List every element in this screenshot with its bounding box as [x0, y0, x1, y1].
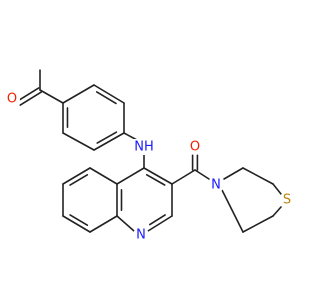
amide-nitrogen-label: N: [211, 178, 221, 193]
atom-labels-layer: O NH O N S N: [4, 91, 295, 243]
pyridine-bond: [147, 215, 173, 232]
thiomorpholine-bond: [272, 183, 282, 195]
phenyl-inner-bond: [95, 91, 117, 105]
quinoline-nitrogen-label: N: [136, 228, 146, 243]
molecule-diagram: O NH O N S N: [4, 69, 295, 243]
benzo-bond: [62, 167, 91, 185]
benzo-bond: [62, 215, 91, 233]
benzo-inner-bond: [69, 214, 89, 226]
pyridine-inner-bond: [145, 173, 166, 186]
thiomorpholine-bond: [242, 167, 274, 185]
thiomorpholine-bond: [223, 167, 244, 180]
amine-nitrogen-label: NH: [134, 140, 154, 155]
amine-nitrogen-atom: NH: [133, 139, 155, 155]
thiomorpholine-bond: [242, 215, 274, 233]
thiomorpholine-bond: [272, 206, 282, 217]
c3-carbonyl-bond: [171, 169, 196, 185]
sulfur-atom: S: [279, 192, 295, 208]
sulfur-label: S: [283, 193, 291, 208]
amide-nitrogen-atom: N: [208, 177, 224, 193]
pyridine-bond: [143, 167, 173, 185]
benzo-inner-bond: [69, 174, 89, 186]
amide-oxygen-label: O: [190, 140, 200, 155]
ketone-double-bond: [19, 91, 43, 106]
phenyl-bond: [93, 84, 125, 104]
phenyl-bond: [62, 84, 95, 104]
benzo-bond: [89, 167, 118, 185]
ketone-double-bond: [16, 87, 40, 102]
phenyl-bond: [62, 132, 95, 151]
ketone-oxygen-atom: O: [4, 91, 20, 107]
carbonyl-nitrogen-bond: [194, 169, 210, 180]
benzo-bond: [89, 215, 118, 233]
phenyl-bond: [93, 132, 125, 151]
pyridine-inner-bond: [148, 214, 166, 226]
pyridine-bond: [116, 215, 135, 232]
pyridine-bond: [116, 167, 145, 185]
structure-svg: O NH O N S N: [4, 69, 295, 243]
aryl-amine-bond: [123, 132, 138, 141]
phenyl-inner-bond: [96, 131, 118, 144]
thiomorpholine-bond: [221, 189, 244, 233]
amide-oxygen-atom: O: [187, 139, 203, 155]
quinoline-nitrogen-atom: N: [133, 227, 149, 243]
ketone-oxygen-label: O: [7, 92, 17, 107]
bonds-layer: [16, 69, 282, 233]
acetyl-aryl-bond: [39, 89, 64, 104]
